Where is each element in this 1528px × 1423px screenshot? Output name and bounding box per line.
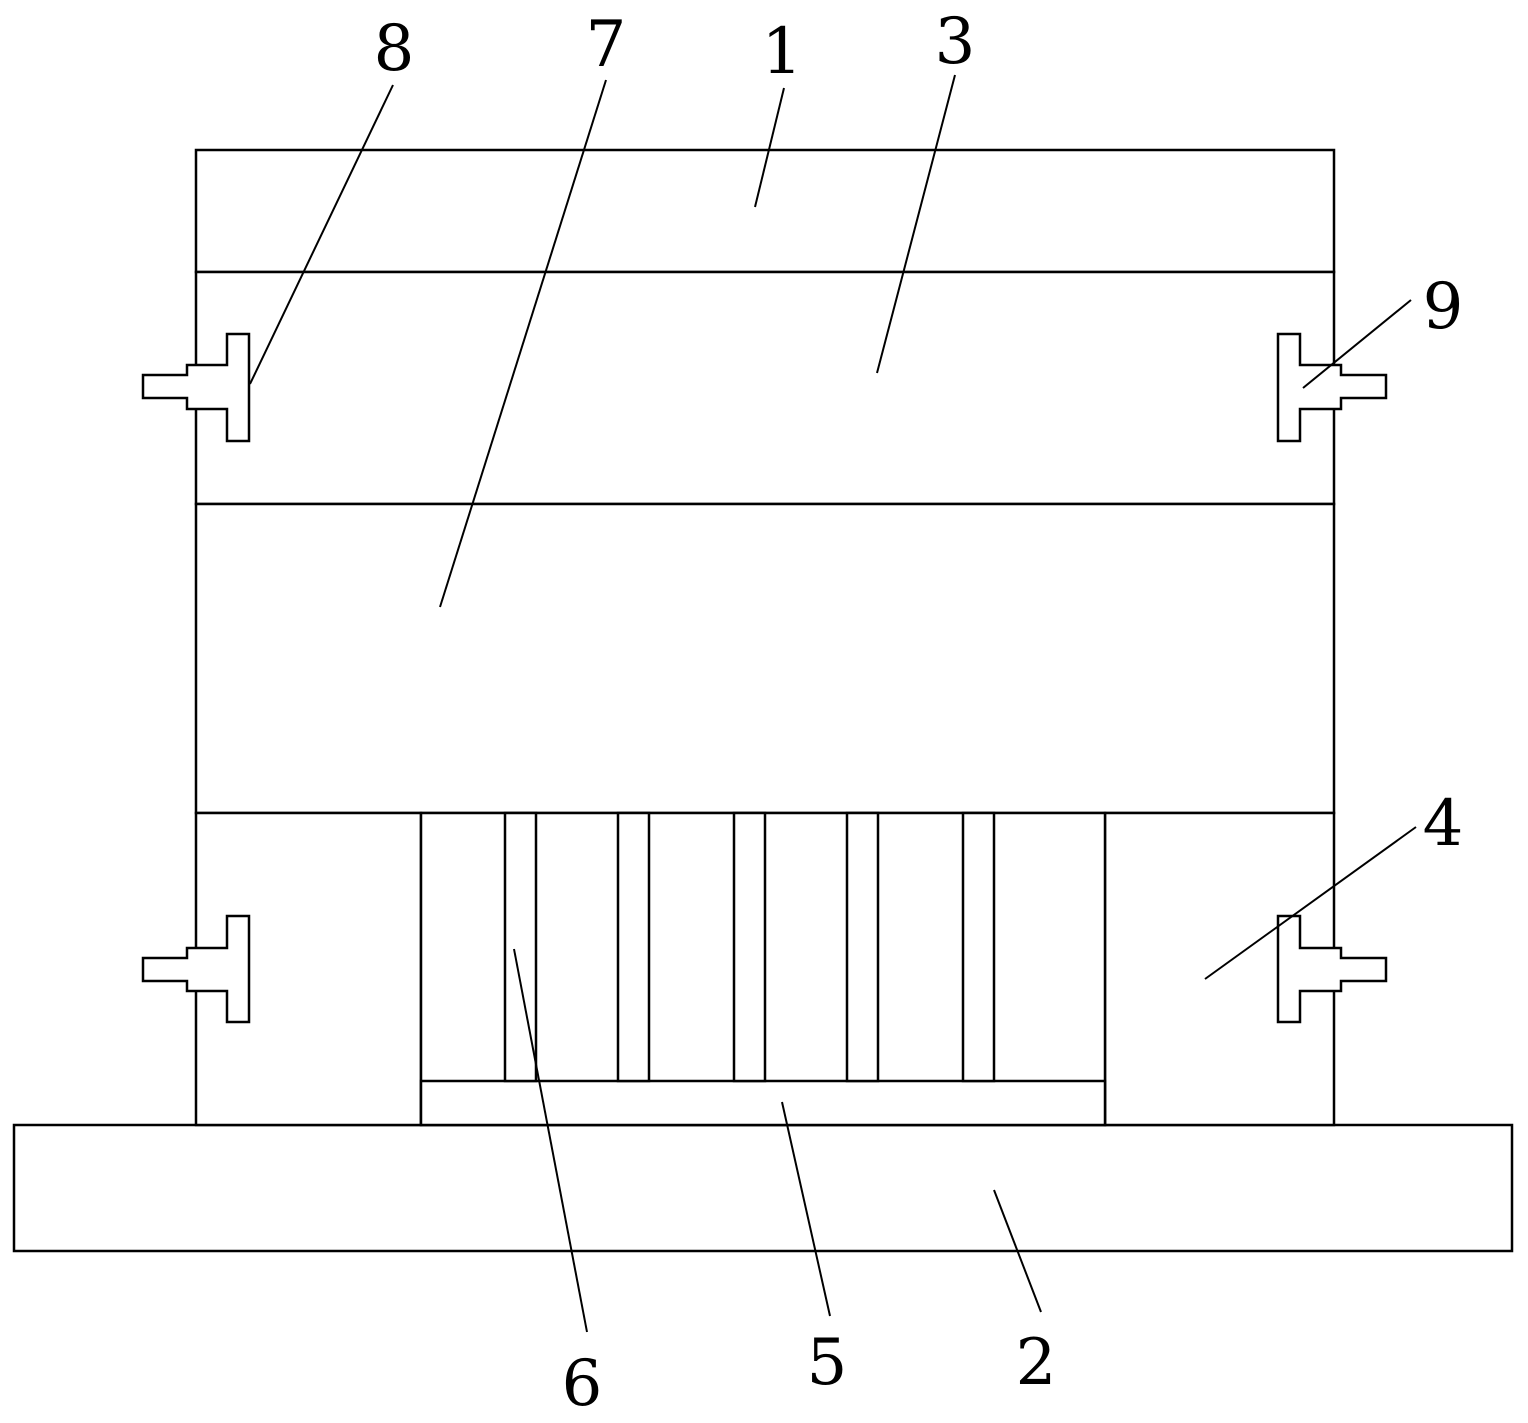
leader-lines: [249, 74, 1417, 1333]
leader-line-5: [781, 1101, 831, 1317]
label-9: 9: [1423, 270, 1464, 344]
label-4: 4: [1423, 787, 1464, 861]
base-plate: [12, 1123, 1514, 1253]
clamp-upper-right: [1276, 332, 1388, 443]
ejector-plate: [419, 1079, 1107, 1127]
leader-line-1: [754, 87, 785, 208]
ejector-pin: [845, 811, 880, 1083]
clamp-lower-left: [141, 914, 251, 1024]
label-3: 3: [935, 5, 976, 79]
ejector-pin: [961, 811, 996, 1083]
leader-line-9: [1302, 299, 1412, 389]
ejector-pin: [616, 811, 651, 1083]
leader-line-4: [1204, 826, 1417, 980]
label-5: 5: [807, 1326, 848, 1400]
ejector-pin: [732, 811, 767, 1083]
label-6: 6: [562, 1347, 603, 1421]
reference-numerals: 8 7 1 3 9 4 6 5 2: [374, 5, 1464, 1421]
upper-mold-plate: [194, 270, 1336, 506]
leader-line-7: [439, 79, 607, 608]
clamp-lower-right: [1276, 914, 1388, 1024]
leader-line-6: [513, 948, 588, 1333]
label-1: 1: [762, 15, 803, 89]
ejector-pins: [503, 811, 996, 1083]
leader-line-8: [249, 84, 394, 385]
label-2: 2: [1016, 1326, 1057, 1400]
label-8: 8: [374, 12, 415, 86]
middle-plate: [194, 502, 1336, 815]
label-7: 7: [586, 8, 627, 82]
leader-line-2: [993, 1189, 1042, 1313]
leader-line-3: [876, 74, 956, 374]
top-plate: [194, 148, 1336, 274]
clamp-upper-left: [141, 332, 251, 443]
